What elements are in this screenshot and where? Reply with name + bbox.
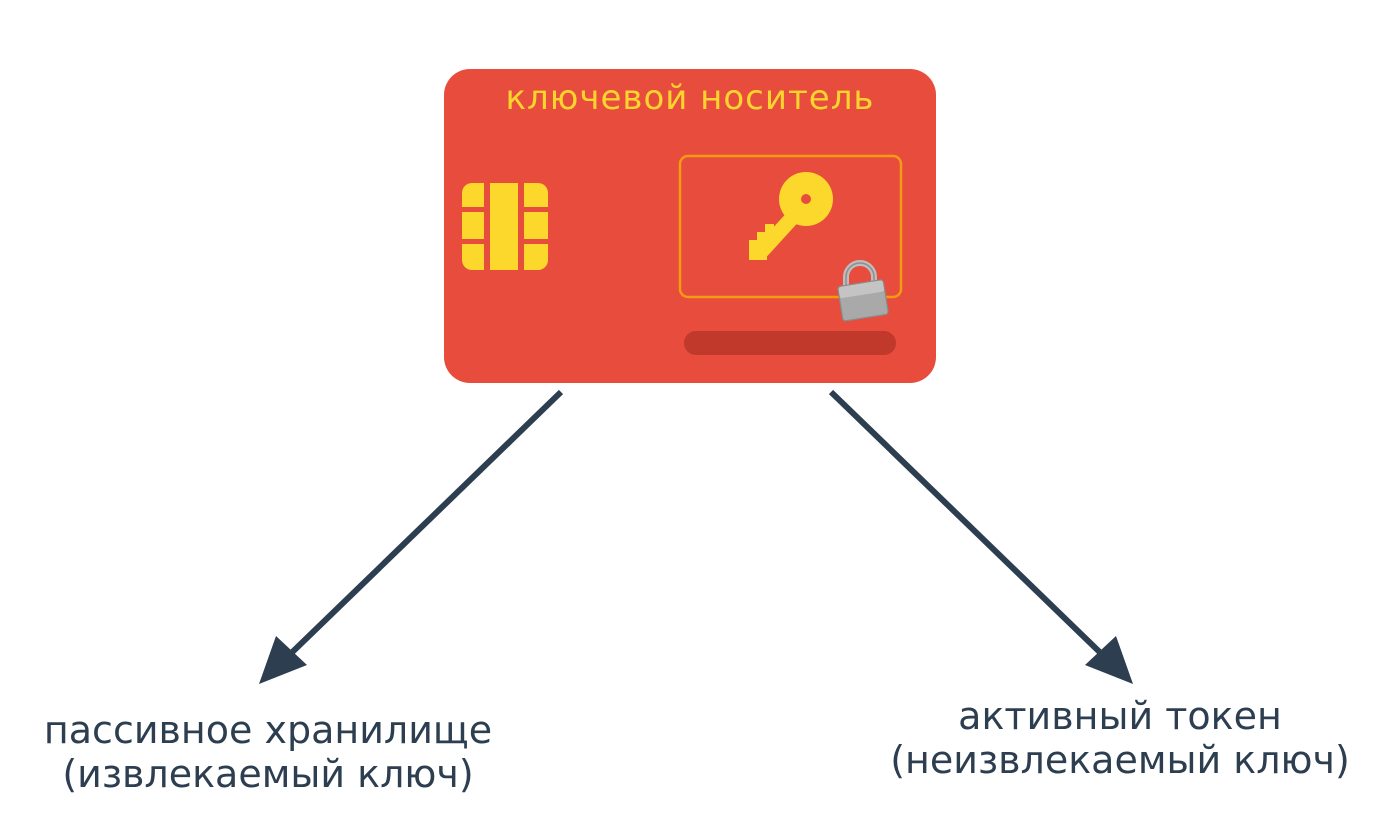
chip-icon	[462, 183, 548, 270]
arrow-to-passive-storage	[259, 389, 564, 684]
card-body	[444, 69, 936, 383]
arrow-to-active-token	[828, 389, 1133, 684]
passive-storage-subtitle: (извлекаемый ключ)	[62, 752, 474, 796]
card-title: ключевой носитель	[505, 78, 875, 118]
key-carrier-card	[444, 69, 936, 383]
active-token-subtitle: (неизвлекаемый ключ)	[890, 738, 1350, 782]
card-stripe	[684, 331, 896, 355]
key-icon	[749, 172, 833, 260]
passive-storage-label: пассивное хранилище (извлекаемый ключ)	[18, 708, 518, 796]
key-window-frame	[678, 154, 903, 299]
passive-storage-title: пассивное хранилище	[43, 708, 493, 752]
active-token-label: активный токен (неизвлекаемый ключ)	[860, 694, 1380, 782]
active-token-title: активный токен	[958, 694, 1282, 738]
padlock-icon	[837, 260, 889, 322]
